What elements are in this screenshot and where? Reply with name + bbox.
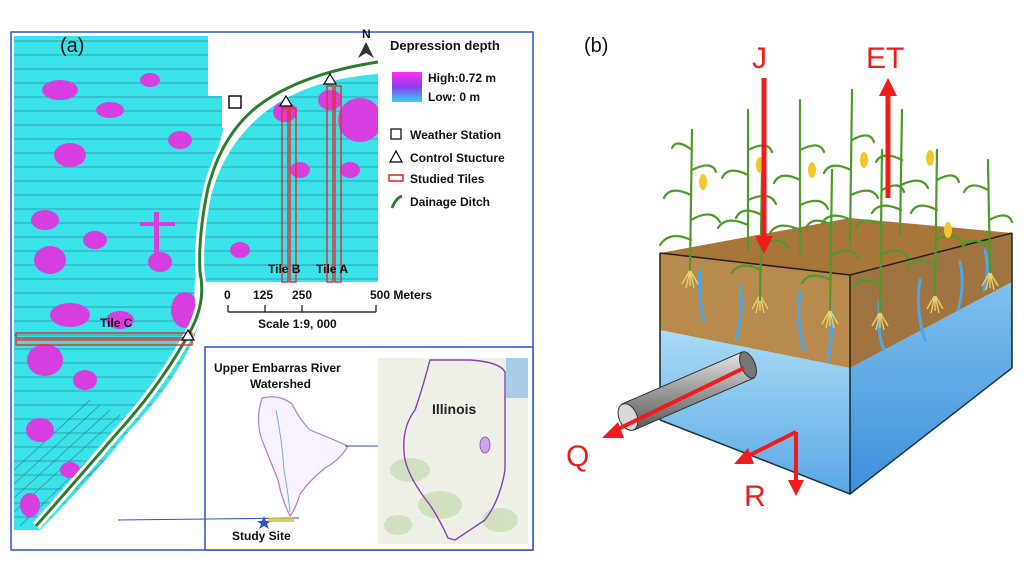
depth-color-ramp xyxy=(392,72,422,102)
corn-plant-icon xyxy=(800,168,860,312)
label-r: R xyxy=(744,480,766,513)
ditch-legend-icon xyxy=(390,194,403,209)
corn-plant-icon xyxy=(768,98,830,257)
control-structure-legend-icon xyxy=(388,149,404,163)
corn-plants xyxy=(658,88,1014,314)
svg-text:250: 250 xyxy=(292,288,312,302)
weather-station-marker xyxy=(228,95,242,109)
studied-tile-a xyxy=(326,85,342,283)
legend-weather-station: Weather Station xyxy=(410,128,501,142)
legend-title: Depression depth xyxy=(390,38,500,53)
control-structure-marker xyxy=(278,94,294,107)
legend-low: Low: 0 m xyxy=(428,90,480,104)
panel-a-map: (a) Tile A Tile B Tile C N Depression de… xyxy=(10,27,534,551)
inset-map: Upper Embarras River Watershed Study Sit… xyxy=(117,346,534,551)
infiltration-arrow-icon xyxy=(755,236,773,254)
inset-watershed-title-line2: Watershed xyxy=(250,377,311,391)
label-q: Q xyxy=(566,440,589,473)
illinois-boundary xyxy=(403,359,506,541)
legend-drainage-ditch: Dainage Ditch xyxy=(410,195,490,209)
svg-text:125: 125 xyxy=(253,288,273,302)
soil-side xyxy=(850,233,1012,368)
seepage-arrow-icon xyxy=(788,480,804,496)
illinois-label: Illinois xyxy=(432,401,477,417)
evapotranspiration-arrow-icon xyxy=(879,78,897,96)
corn-plant-icon xyxy=(850,148,910,314)
runoff-arrow-icon xyxy=(734,448,754,464)
studied-tile-b xyxy=(281,107,297,283)
tile-c-label: Tile C xyxy=(100,316,133,330)
weather-station-legend-icon xyxy=(390,128,402,140)
studied-tile-c xyxy=(15,332,193,346)
scale-bar: 0 125 250 500 Meters Scale 1:9, 000 xyxy=(224,288,432,331)
svg-text:0: 0 xyxy=(224,288,231,302)
corn-plant-icon xyxy=(658,128,722,272)
corn-plant-icon xyxy=(716,108,778,252)
control-structure-marker xyxy=(322,72,338,85)
north-arrow-icon: N xyxy=(358,27,374,58)
soil-top xyxy=(660,218,1012,275)
study-site-label: Study Site xyxy=(232,529,291,543)
flux-arrows xyxy=(602,78,897,496)
label-et: ET xyxy=(866,42,904,75)
legend-studied-tiles: Studied Tiles xyxy=(410,172,485,186)
watershed-boundary xyxy=(257,396,349,518)
panel-a-label: (a) xyxy=(60,35,84,57)
tile-b-label: Tile B xyxy=(268,262,301,276)
panel-b-diagram: (b) xyxy=(566,35,1014,513)
study-site-star-icon xyxy=(257,516,271,529)
label-j: J xyxy=(752,42,767,75)
corn-plant-icon xyxy=(960,158,1014,274)
map-legend: Depression depth High:0.72 m Low: 0 m We… xyxy=(388,38,505,209)
svg-text:N: N xyxy=(362,27,371,41)
legend-control-structure: Control Stucture xyxy=(410,151,505,165)
studied-tiles-legend-icon xyxy=(388,174,404,182)
panel-b-label: (b) xyxy=(584,35,608,57)
groundwater-side xyxy=(850,282,1012,494)
inset-watershed-title: Upper Embarras River xyxy=(214,361,341,375)
legend-high: High:0.72 m xyxy=(428,71,496,85)
svg-text:500 Meters: 500 Meters xyxy=(370,288,432,302)
tile-a-label: Tile A xyxy=(316,262,348,276)
corn-plant-icon xyxy=(905,148,965,297)
control-structure-marker xyxy=(180,328,196,341)
scale-ratio: Scale 1:9, 000 xyxy=(258,317,337,331)
drain-flow-arrow-icon xyxy=(602,422,624,438)
drainage-ditch xyxy=(34,60,379,527)
